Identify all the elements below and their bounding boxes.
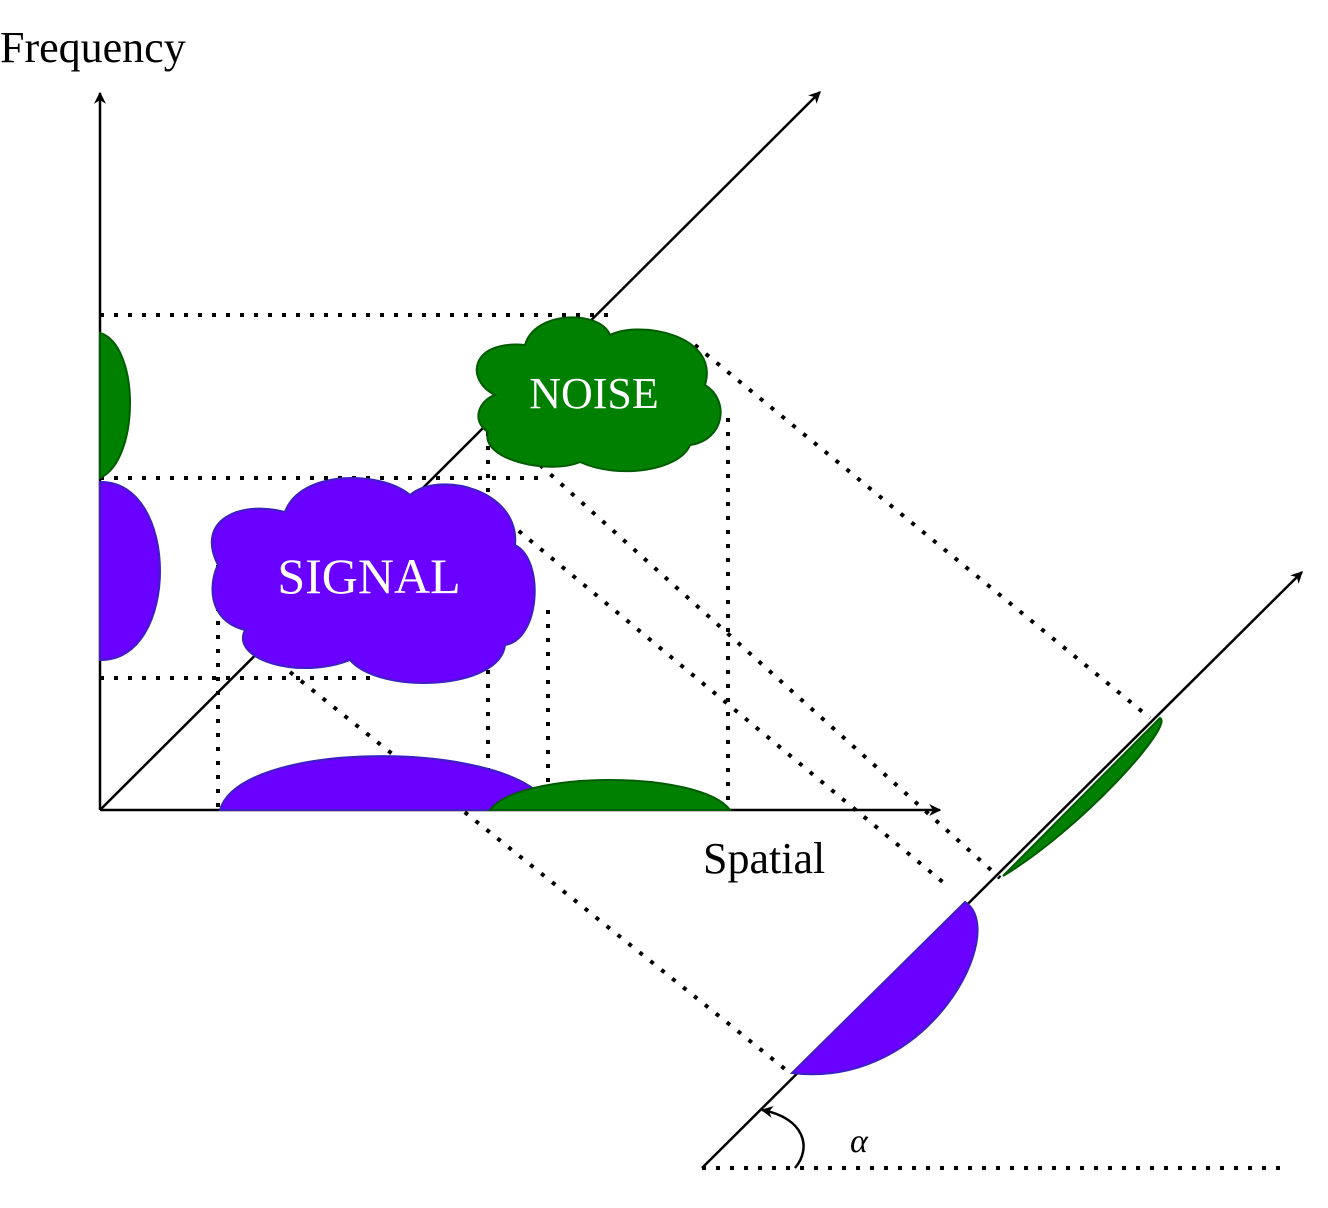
signal-bottom-diagonal [288,670,792,1075]
noise-spatial-marginal [487,779,733,811]
noise-label: NOISE [529,369,659,418]
signal-spatial-marginal [218,755,546,811]
angle-label: α [850,1123,869,1160]
angle-arc [760,1106,805,1169]
noise-rotated-projection [1002,716,1163,877]
noise-cloud [475,316,722,473]
signal-cloud [210,477,536,684]
diagonal-axis [99,91,821,811]
frequency-axis-label: Frequency [0,23,186,72]
noise-top-diagonal [693,343,1152,720]
noise-frequency-marginal [99,331,131,480]
signal-rotated-projection [789,900,979,1076]
signal-label: SIGNAL [277,548,460,604]
signal-top-diagonal [506,520,952,890]
noise-lower-diagonal [538,463,1002,880]
spatial-axis-label: Spatial [703,834,825,883]
projection-guides [100,313,1285,1170]
signal-frequency-marginal [99,480,161,662]
